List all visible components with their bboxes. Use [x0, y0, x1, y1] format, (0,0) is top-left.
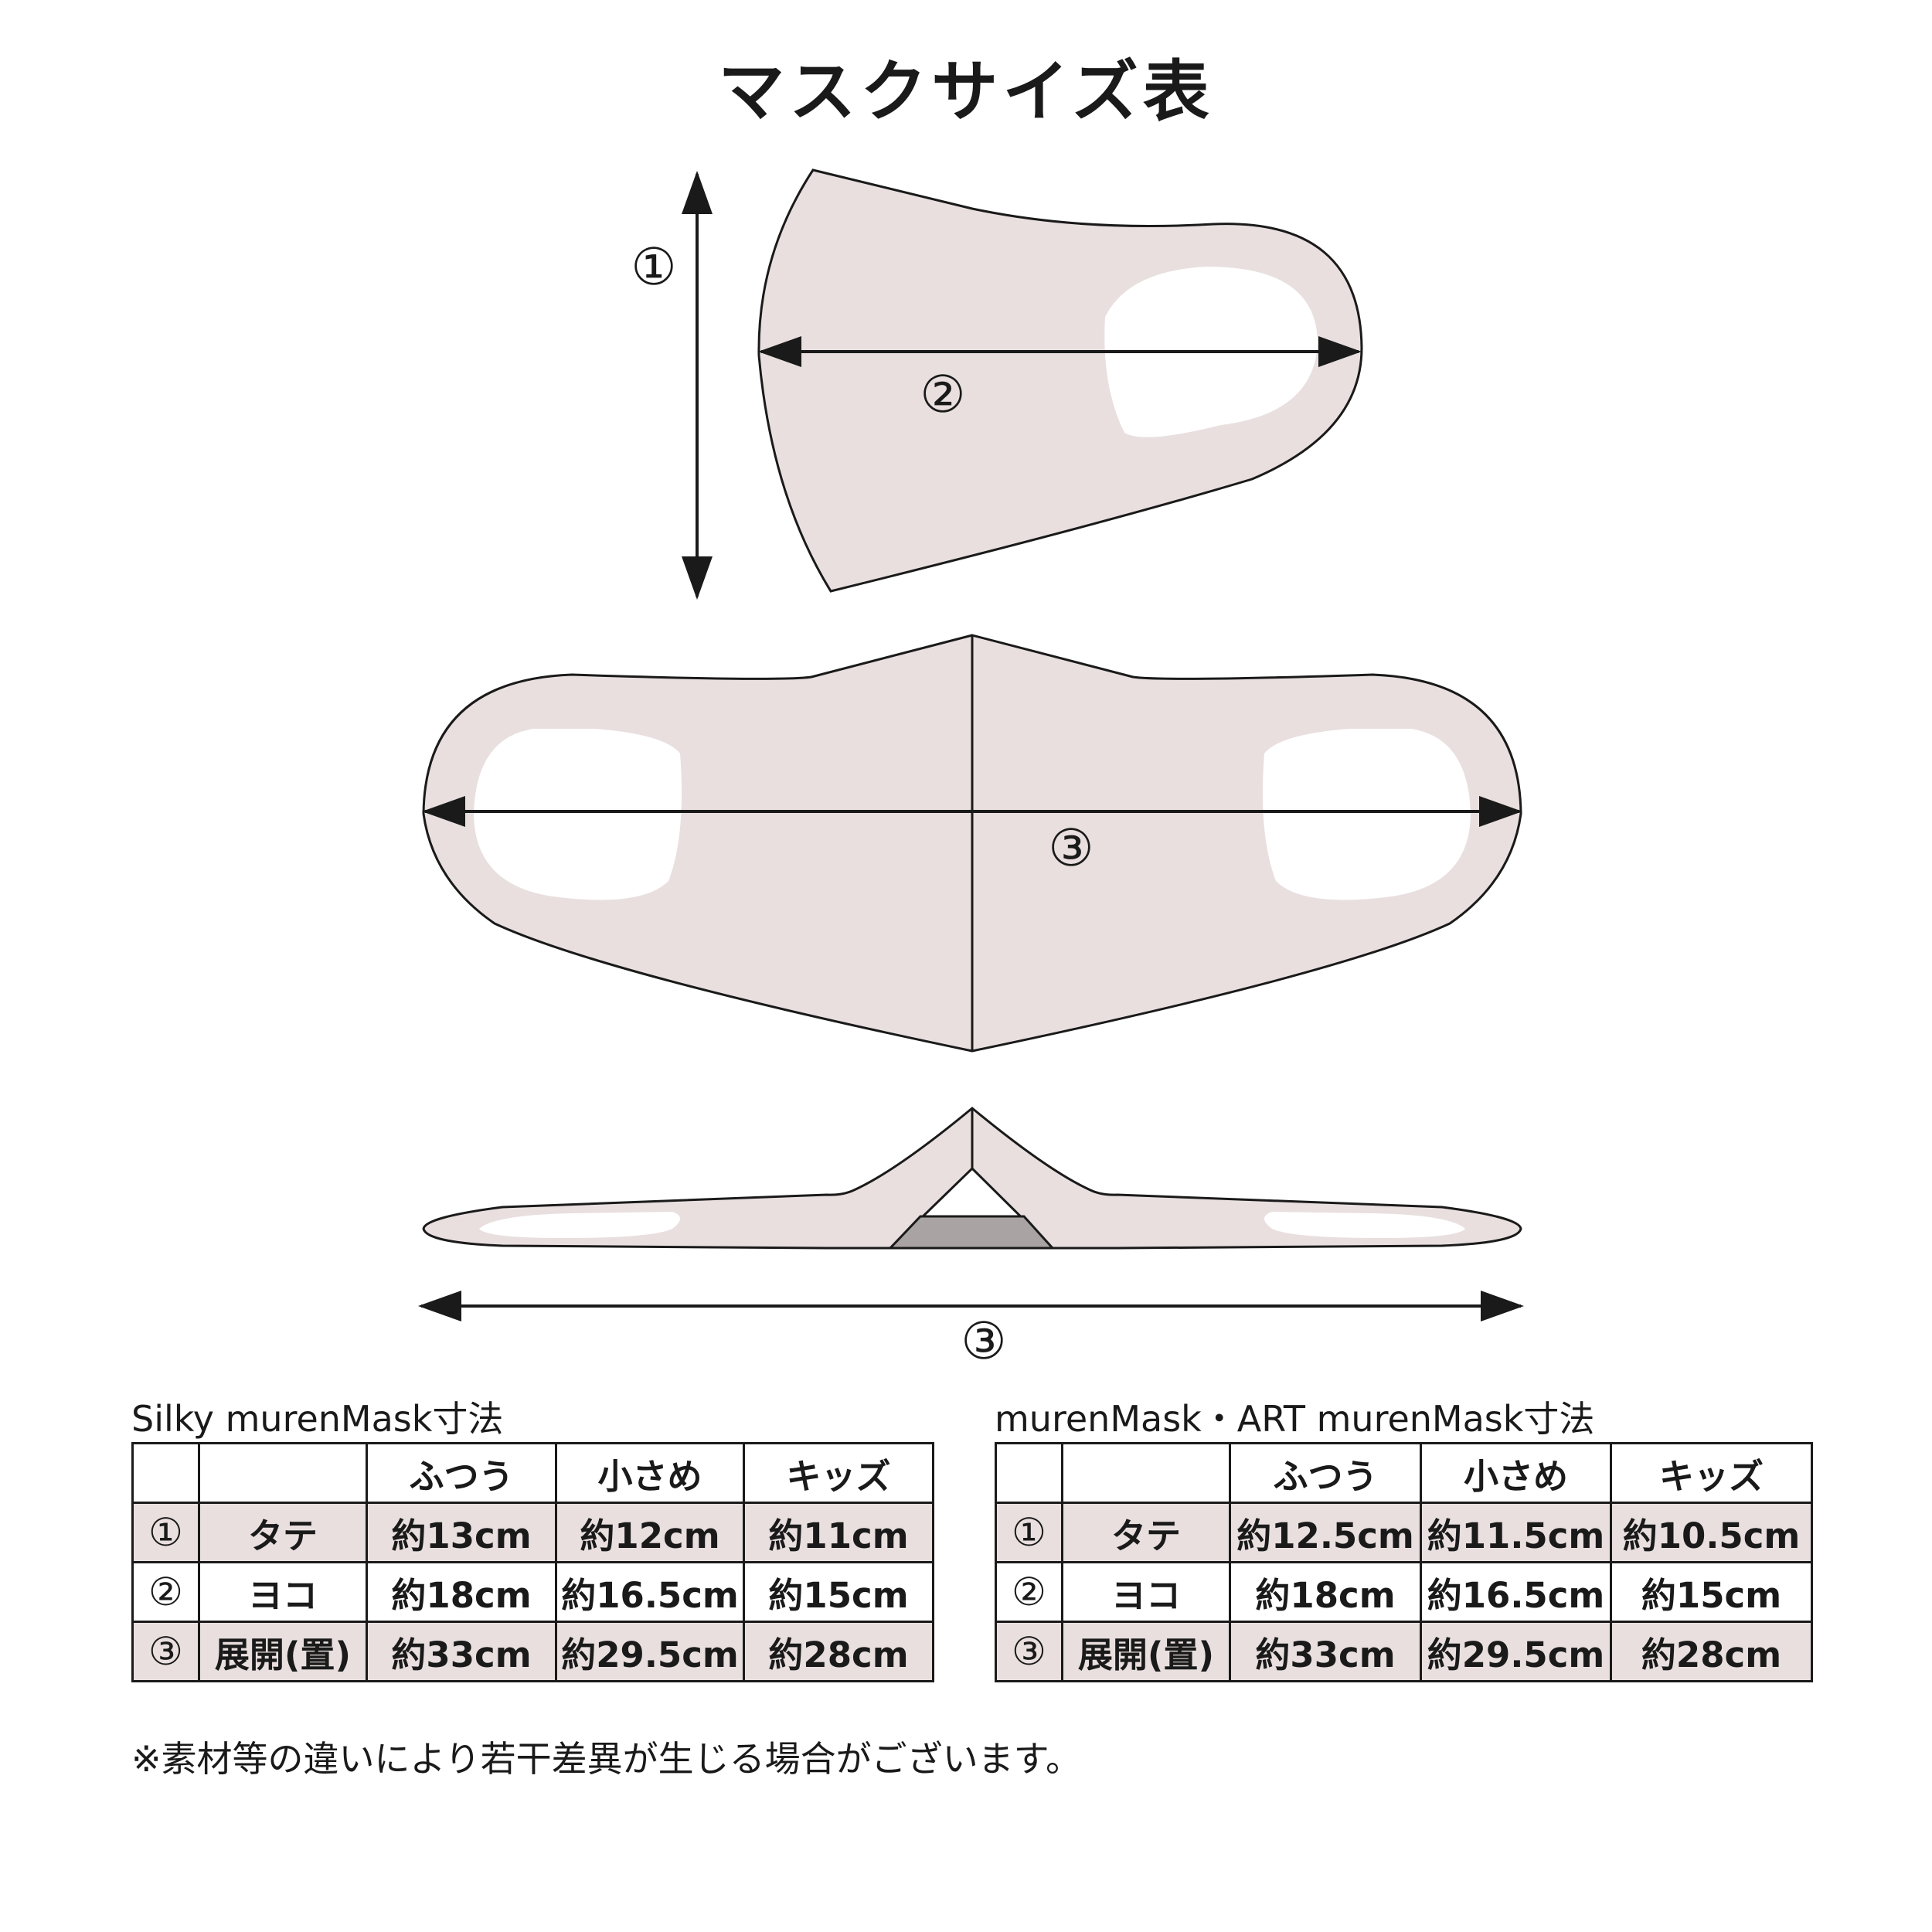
row-label: 展開(置)	[1061, 1621, 1231, 1682]
table-row: ② ヨコ 約18cm 約16.5cm 約15cm	[995, 1561, 1813, 1623]
header-cell: 小さめ	[555, 1442, 745, 1504]
cell-value: 約28cm	[743, 1621, 934, 1682]
cell-value: 約28cm	[1610, 1621, 1813, 1682]
fold-shadow	[887, 1215, 1056, 1250]
cell-value: 約16.5cm	[555, 1561, 745, 1623]
cell-value: 約12cm	[555, 1502, 745, 1563]
row-mark: ②	[995, 1561, 1063, 1623]
table-header-row: ふつう 小さめ キッズ	[131, 1442, 934, 1504]
table-row: ③ 展開(置) 約33cm 約29.5cm 約28cm	[995, 1621, 1813, 1682]
header-cell: キッズ	[1610, 1442, 1813, 1504]
table-row: ② ヨコ 約18cm 約16.5cm 約15cm	[131, 1561, 934, 1623]
disclaimer-note: ※素材等の違いにより若干差異が生じる場合がございます。	[131, 1738, 1082, 1780]
row-label: 展開(置)	[198, 1621, 368, 1682]
header-cell: ふつう	[366, 1442, 557, 1504]
row-label: タテ	[1061, 1502, 1231, 1563]
row-mark: ①	[995, 1502, 1063, 1563]
header-cell	[1061, 1442, 1231, 1504]
cell-value: 約15cm	[743, 1561, 934, 1623]
header-cell	[131, 1442, 200, 1504]
mask-unfolded-view	[422, 634, 1522, 1053]
cell-value: 約33cm	[1229, 1621, 1422, 1682]
cell-value: 約18cm	[366, 1561, 557, 1623]
row-label: ヨコ	[1061, 1561, 1231, 1623]
label-3-folded: ③	[961, 1311, 1007, 1371]
cell-value: 約29.5cm	[1420, 1621, 1612, 1682]
label-1: ①	[631, 237, 677, 297]
table-row: ① タテ 約13cm 約12cm 約11cm	[131, 1502, 934, 1563]
mask-folded-view	[418, 1107, 1524, 1321]
header-cell: 小さめ	[1420, 1442, 1612, 1504]
cell-value: 約10.5cm	[1610, 1502, 1813, 1563]
table-art: ふつう 小さめ キッズ ① タテ 約12.5cm 約11.5cm 約10.5cm…	[995, 1442, 1813, 1682]
label-2: ②	[920, 365, 966, 424]
row-mark: ③	[995, 1621, 1063, 1682]
row-label: タテ	[198, 1502, 368, 1563]
cell-value: 約15cm	[1610, 1561, 1813, 1623]
ear-hole-left	[474, 729, 682, 900]
table-row: ③ 展開(置) 約33cm 約29.5cm 約28cm	[131, 1621, 934, 1682]
header-cell: ふつう	[1229, 1442, 1422, 1504]
table-art-title: murenMask・ART murenMask寸法	[995, 1398, 1595, 1440]
label-3-flat: ③	[1048, 818, 1094, 878]
table-header-row: ふつう 小さめ キッズ	[995, 1442, 1813, 1504]
ear-hole-right	[1262, 729, 1471, 900]
cell-value: 約29.5cm	[555, 1621, 745, 1682]
mask-diagram	[418, 168, 1524, 1321]
cell-value: 約33cm	[366, 1621, 557, 1682]
row-mark: ②	[131, 1561, 200, 1623]
row-mark: ③	[131, 1621, 200, 1682]
cell-value: 約11.5cm	[1420, 1502, 1612, 1563]
table-row: ① タテ 約12.5cm 約11.5cm 約10.5cm	[995, 1502, 1813, 1563]
page-title: マスクサイズ表	[718, 53, 1214, 131]
row-label: ヨコ	[198, 1561, 368, 1623]
row-mark: ①	[131, 1502, 200, 1563]
ear-slit-left	[479, 1212, 680, 1238]
cell-value: 約16.5cm	[1420, 1561, 1612, 1623]
header-cell	[995, 1442, 1063, 1504]
table-silky-title: Silky murenMask寸法	[131, 1398, 504, 1440]
table-silky: ふつう 小さめ キッズ ① タテ 約13cm 約12cm 約11cm ② ヨコ …	[131, 1442, 934, 1682]
ear-slit-right	[1264, 1212, 1465, 1238]
header-cell	[198, 1442, 368, 1504]
cell-value: 約11cm	[743, 1502, 934, 1563]
header-cell: キッズ	[743, 1442, 934, 1504]
cell-value: 約12.5cm	[1229, 1502, 1422, 1563]
cell-value: 約13cm	[366, 1502, 557, 1563]
cell-value: 約18cm	[1229, 1561, 1422, 1623]
mask-side-view	[682, 168, 1363, 600]
